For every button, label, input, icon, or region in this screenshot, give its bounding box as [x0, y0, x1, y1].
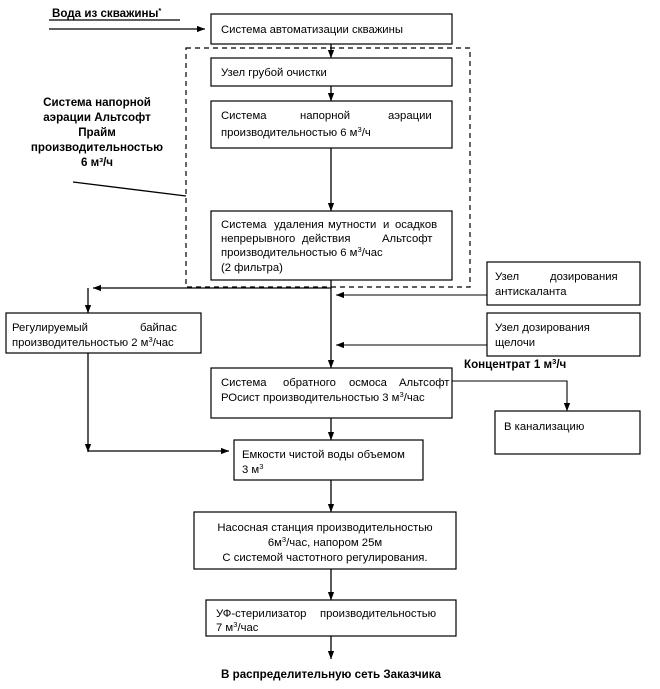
node-ro-line2: РОсист производительностью 3 м3/час — [221, 390, 425, 404]
node-antiscalant-dosing[interactable] — [486, 261, 641, 306]
node-aeration[interactable] — [210, 100, 453, 149]
node-alkali-line2: щелочи — [495, 337, 535, 349]
node-coarse-filter[interactable] — [210, 57, 453, 87]
node-alkali-dosing[interactable] — [486, 312, 641, 357]
node-uv-sterilizer[interactable] — [205, 599, 457, 637]
side-label-leader-line — [72, 181, 187, 197]
concentrate-label: Концентрат 1 м3/ч — [464, 357, 566, 371]
node-tank-line2: 3 м3 — [242, 462, 263, 476]
node-turbidity-removal[interactable] — [210, 210, 453, 281]
node-sewer-label: В канализацию — [504, 421, 584, 433]
node-pump-line3: С системой частотного регулирования. — [222, 552, 427, 564]
node-turbidity-line3: производительностью 6 м3/час — [221, 245, 383, 259]
node-automation-label: Система автоматизации скважины — [221, 24, 403, 36]
node-sewer-discharge[interactable] — [494, 410, 641, 455]
node-aeration-line2: производительностью 6 м3/ч — [221, 125, 371, 139]
node-antiscalant-line2: антискаланта — [495, 286, 567, 298]
connector-ro-concentrate-to-sewer — [452, 380, 571, 412]
side-label-line4: производительностью — [31, 141, 163, 154]
node-bypass-line1: Регулируемый байпас — [12, 322, 177, 334]
node-turbidity-line4: (2 фильтра) — [221, 262, 283, 274]
node-antiscalant-line1: Узел дозирования — [495, 271, 618, 283]
node-pump-line2: 6м3/час, напором 25м — [268, 535, 382, 549]
node-automation[interactable] — [210, 13, 453, 45]
node-bypass[interactable] — [5, 312, 202, 354]
outlet-label: В распределительную сеть Заказчика — [221, 668, 441, 681]
node-turbidity-line1: Система удаления мутности и осадков — [221, 219, 437, 231]
side-label-line1: Система напорной — [43, 96, 151, 109]
node-clean-water-tank[interactable] — [233, 439, 424, 481]
node-ro-line1: Система обратного осмоса Альтсофт — [221, 377, 449, 389]
node-pump-line1: Насосная станция производительностью — [217, 522, 432, 534]
node-coarse-filter-label: Узел грубой очистки — [221, 67, 327, 79]
node-bypass-line2: производительностью 2 м3/час — [12, 335, 174, 349]
node-turbidity-line2: непрерывного действия Альтсофт — [221, 233, 432, 245]
node-aeration-line1: Система напорной аэрации — [221, 110, 432, 122]
side-label-line5: 6 м³/ч — [81, 156, 113, 169]
node-uv-line2: 7 м3/час — [216, 620, 259, 634]
side-label-line3: Прайм — [78, 126, 116, 139]
node-reverse-osmosis[interactable] — [210, 367, 453, 419]
node-uv-line1: УФ-стерилизатор производительностью — [216, 608, 436, 620]
inlet-label: Вода из скважины* — [52, 6, 161, 20]
node-pump-station[interactable] — [193, 511, 457, 570]
side-label-line2: аэрации Альтсофт — [43, 111, 151, 124]
node-tank-line1: Емкости чистой воды объемом — [242, 449, 405, 461]
node-alkali-line1: Узел дозирования — [495, 322, 590, 334]
